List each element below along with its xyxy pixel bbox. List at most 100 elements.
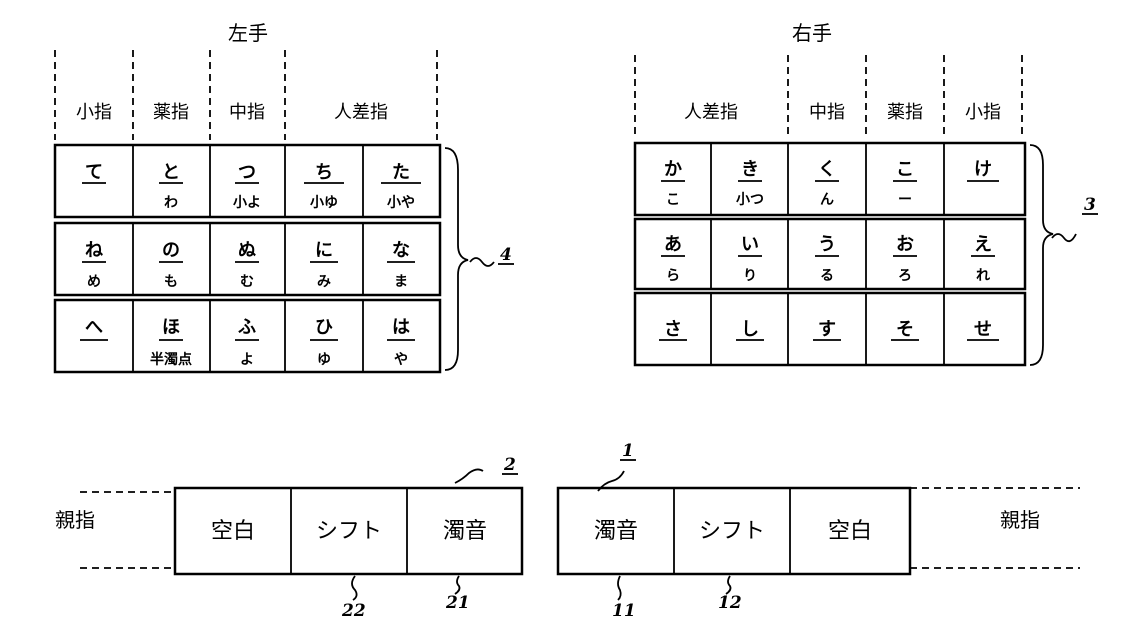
right-key-row: かこ き小つ くん こー け bbox=[633, 141, 1027, 217]
key-shift-kana: る bbox=[820, 268, 834, 284]
key-primary-kana: あ bbox=[664, 234, 682, 255]
key-row-frame bbox=[633, 217, 1027, 291]
ref-label-1: 1 bbox=[622, 441, 634, 461]
left-dakuten-key-label: 濁音 bbox=[443, 519, 487, 544]
finger-label-index: 人差指 bbox=[334, 102, 388, 123]
ref-leader-22 bbox=[351, 575, 358, 601]
ref-label-21: 21 bbox=[445, 593, 470, 613]
key[interactable]: ぬむ bbox=[235, 240, 259, 290]
key[interactable]: なま bbox=[387, 240, 415, 290]
key-row-frame bbox=[53, 143, 442, 219]
key-shift-kana: ー bbox=[898, 192, 912, 208]
key-primary-kana: と bbox=[162, 162, 180, 183]
left-space-key-label: 空白 bbox=[211, 519, 255, 544]
left-space-key[interactable]: 空白 bbox=[211, 519, 255, 544]
ref-label-4: 4 bbox=[500, 245, 512, 265]
key[interactable]: うる bbox=[815, 234, 839, 284]
key[interactable]: さ bbox=[659, 319, 687, 341]
key[interactable]: いり bbox=[738, 234, 762, 284]
key[interactable]: とわ bbox=[159, 162, 183, 211]
key[interactable]: ち小ゆ bbox=[304, 162, 344, 211]
ref-label-2: 2 bbox=[503, 455, 516, 475]
key-shift-kana: み bbox=[317, 274, 331, 290]
key[interactable]: し bbox=[736, 319, 764, 341]
key[interactable]: くん bbox=[815, 159, 839, 208]
key[interactable]: かこ bbox=[661, 159, 685, 208]
key-shift-kana: や bbox=[394, 352, 408, 368]
key-primary-kana: お bbox=[896, 234, 914, 255]
key-primary-kana: な bbox=[392, 240, 410, 261]
key[interactable]: えれ bbox=[971, 234, 995, 284]
key[interactable]: ねめ bbox=[82, 240, 106, 290]
key-primary-kana: へ bbox=[85, 317, 103, 338]
key[interactable]: き小つ bbox=[736, 159, 764, 208]
key-shift-kana: め bbox=[87, 274, 101, 290]
key[interactable]: ひゆ bbox=[310, 317, 338, 368]
key-shift-kana: ら bbox=[666, 268, 680, 284]
key-shift-kana: わ bbox=[164, 195, 178, 211]
key-shift-kana: も bbox=[164, 274, 178, 290]
key-primary-kana: え bbox=[974, 234, 992, 255]
key-row-frame bbox=[633, 141, 1027, 217]
key-primary-kana: つ bbox=[238, 162, 256, 183]
left-thumb-frame bbox=[173, 486, 524, 576]
ref-label-22: 22 bbox=[341, 601, 366, 621]
key-shift-kana: り bbox=[743, 268, 757, 284]
left-hand-group: 左手 小指 薬指 中指 人差指 て とわ つ小よ ち小ゆ た小や bbox=[53, 21, 514, 374]
right-hand-title: 右手 bbox=[792, 21, 832, 45]
right-space-key[interactable]: 空白 bbox=[828, 519, 872, 544]
right-hand-group: 右手 人差指 中指 薬指 小指 かこ き小つ くん こー け bbox=[633, 21, 1098, 367]
key[interactable]: こー bbox=[893, 159, 917, 208]
key[interactable]: て bbox=[82, 162, 106, 184]
key-primary-kana: た bbox=[392, 162, 410, 183]
left-shift-key-label: シフト bbox=[316, 519, 382, 544]
key[interactable]: おろ bbox=[893, 234, 917, 284]
key[interactable]: ふよ bbox=[235, 317, 259, 368]
right-shift-key[interactable]: シフト bbox=[699, 519, 765, 544]
key[interactable]: つ小よ bbox=[233, 162, 261, 211]
left-hand-title: 左手 bbox=[228, 21, 268, 45]
key-primary-kana: ち bbox=[315, 162, 333, 183]
key-primary-kana: う bbox=[818, 234, 836, 255]
key[interactable]: にみ bbox=[310, 240, 338, 290]
key-shift-kana: む bbox=[240, 274, 254, 290]
left-shift-key[interactable]: シフト bbox=[316, 519, 382, 544]
ref-label-11: 11 bbox=[612, 601, 636, 621]
key[interactable]: へ bbox=[80, 317, 108, 341]
key-primary-kana: さ bbox=[664, 319, 682, 340]
key[interactable]: そ bbox=[891, 319, 919, 341]
key-shift-kana: ろ bbox=[898, 268, 912, 284]
key[interactable]: す bbox=[813, 319, 841, 341]
ref-leader-11 bbox=[617, 575, 622, 601]
key-primary-kana: そ bbox=[896, 319, 914, 340]
key[interactable]: はや bbox=[387, 317, 415, 368]
key[interactable]: け bbox=[967, 159, 999, 182]
right-key-row: さ し す そ せ bbox=[633, 291, 1027, 367]
key[interactable]: あら bbox=[661, 234, 685, 284]
ref-leader-12 bbox=[725, 575, 732, 595]
key-shift-kana: よ bbox=[240, 352, 254, 368]
key-primary-kana: す bbox=[818, 319, 836, 340]
key-shift-kana: 小よ bbox=[233, 195, 261, 211]
left-key-row: ねめ のも ぬむ にみ なま bbox=[53, 221, 442, 297]
key-row-frame bbox=[53, 221, 442, 297]
key[interactable]: た小や bbox=[381, 162, 421, 211]
key-row-frame bbox=[53, 298, 442, 374]
key[interactable]: せ bbox=[967, 319, 999, 341]
key-primary-kana: こ bbox=[896, 159, 914, 180]
ref-leader-2 bbox=[454, 468, 484, 484]
ref-leader-21 bbox=[454, 575, 461, 595]
left-dakuten-key[interactable]: 濁音 bbox=[443, 519, 487, 544]
thumb-keys-group: 親指 親指 空白 シフト 濁音 2 22 21 濁音 シフト 空白 1 bbox=[55, 441, 1080, 621]
key-primary-kana: ほ bbox=[162, 317, 180, 338]
right-dakuten-key[interactable]: 濁音 bbox=[594, 519, 638, 544]
key-primary-kana: け bbox=[974, 159, 992, 180]
key-primary-kana: く bbox=[818, 159, 836, 180]
key-primary-kana: ね bbox=[85, 240, 103, 261]
key[interactable]: のも bbox=[159, 240, 183, 290]
ref-label-3: 3 bbox=[1084, 195, 1096, 215]
key-shift-kana: ま bbox=[394, 274, 408, 290]
